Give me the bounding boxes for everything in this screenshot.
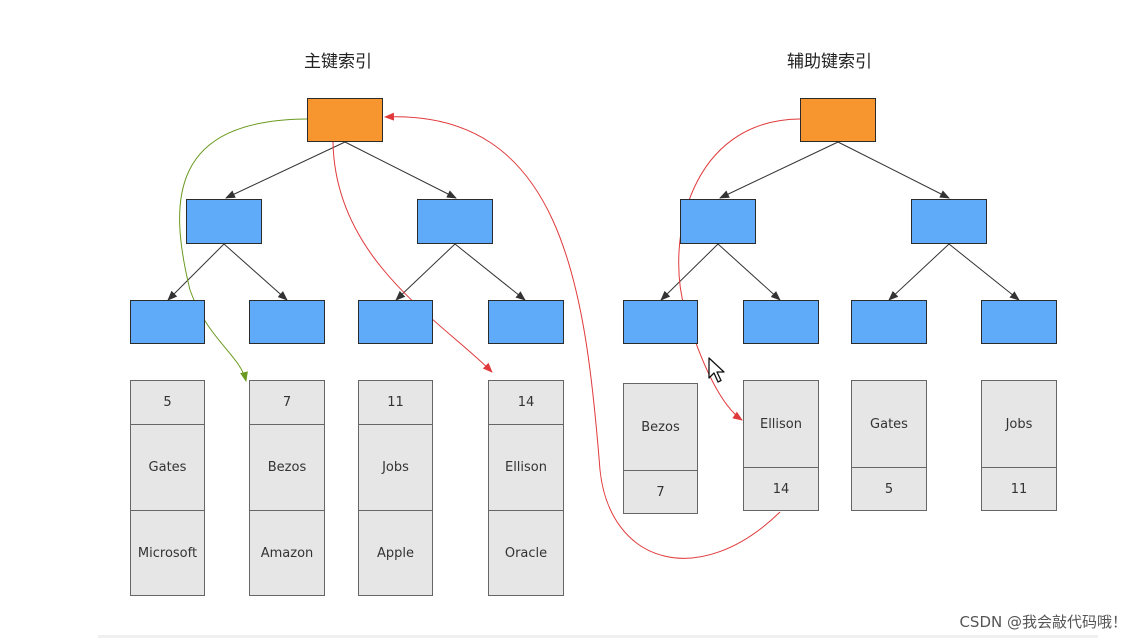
red-primary-lookup-arrow bbox=[332, 141, 493, 373]
record-id-cell: 14 bbox=[517, 395, 535, 410]
red-back-to-primary-arrow bbox=[384, 112, 781, 559]
primary-record-2: 7 Bezos Amazon bbox=[249, 380, 325, 596]
record-company-cell: Apple bbox=[359, 510, 432, 595]
edge-right-leaf4 bbox=[454, 243, 526, 301]
secondary-internal-node-right bbox=[911, 199, 987, 244]
primary-internal-node-right bbox=[417, 199, 493, 244]
edge-root-left bbox=[225, 141, 346, 199]
record-id-cell: 5 bbox=[852, 467, 926, 510]
secondary-leaf-node-1 bbox=[623, 300, 698, 344]
edge-sright-leaf4 bbox=[948, 243, 1020, 301]
record-name-cell: Gates bbox=[131, 424, 204, 510]
record-name-cell: Ellison bbox=[489, 424, 563, 510]
secondary-index-title: 辅助键索引 bbox=[787, 52, 872, 72]
secondary-leaf-node-4 bbox=[981, 300, 1057, 344]
record-company-cell: Oracle bbox=[489, 510, 563, 595]
edge-sright-leaf3 bbox=[888, 243, 950, 301]
mouse-cursor-icon bbox=[708, 357, 725, 383]
secondary-leaf-node-3 bbox=[851, 300, 927, 344]
primary-leaf-node-2 bbox=[249, 300, 325, 344]
edge-right-leaf3 bbox=[395, 243, 456, 301]
green-lookup-arrow bbox=[179, 118, 308, 382]
secondary-internal-node-left bbox=[680, 199, 756, 244]
edge-sroot-right bbox=[837, 141, 950, 199]
record-id-cell: 11 bbox=[982, 467, 1056, 510]
primary-internal-node-left bbox=[186, 199, 262, 244]
primary-leaf-node-3 bbox=[358, 300, 433, 344]
record-id-cell: 11 bbox=[387, 395, 404, 410]
edge-root-right bbox=[344, 141, 457, 199]
primary-record-1: 5 Gates Microsoft bbox=[130, 380, 205, 596]
secondary-root-node bbox=[800, 98, 876, 142]
record-name-cell: Bezos bbox=[641, 419, 680, 435]
edge-left-leaf2 bbox=[223, 243, 288, 301]
edge-sleft-leaf1 bbox=[660, 243, 719, 301]
red-secondary-lookup-arrow bbox=[678, 118, 801, 421]
primary-root-node bbox=[307, 98, 383, 142]
record-id-cell: 7 bbox=[624, 470, 697, 513]
primary-leaf-node-1 bbox=[130, 300, 205, 344]
record-name-cell: Bezos bbox=[250, 424, 324, 510]
secondary-record-1: Bezos 7 bbox=[623, 383, 698, 514]
primary-tree-edges bbox=[167, 141, 526, 301]
secondary-tree-edges bbox=[660, 141, 1020, 301]
record-name-cell: Jobs bbox=[359, 424, 432, 510]
edge-sroot-left bbox=[719, 141, 839, 199]
record-name-cell: Gates bbox=[870, 416, 908, 432]
record-id-cell: 14 bbox=[744, 467, 818, 510]
bottom-divider bbox=[98, 635, 1098, 638]
secondary-record-2: Ellison 14 bbox=[743, 380, 819, 511]
record-id-cell: 5 bbox=[163, 395, 172, 410]
primary-record-4: 14 Ellison Oracle bbox=[488, 380, 564, 596]
record-name-cell: Ellison bbox=[759, 416, 802, 432]
primary-record-3: 11 Jobs Apple bbox=[358, 380, 433, 596]
record-id-cell: 7 bbox=[282, 395, 292, 410]
secondary-record-4: Jobs 11 bbox=[981, 380, 1057, 511]
record-name-cell: Jobs bbox=[1005, 416, 1033, 432]
record-company-cell: Microsoft bbox=[131, 510, 204, 595]
edge-sleft-leaf2 bbox=[717, 243, 781, 301]
primary-leaf-node-4 bbox=[488, 300, 564, 344]
record-company-cell: Amazon bbox=[250, 510, 324, 595]
edge-left-leaf1 bbox=[167, 243, 225, 301]
secondary-leaf-node-2 bbox=[743, 300, 819, 344]
secondary-record-3: Gates 5 bbox=[851, 380, 927, 511]
watermark: CSDN @我会敲代码哦！ bbox=[959, 613, 1127, 631]
primary-index-title: 主键索引 bbox=[304, 52, 372, 72]
